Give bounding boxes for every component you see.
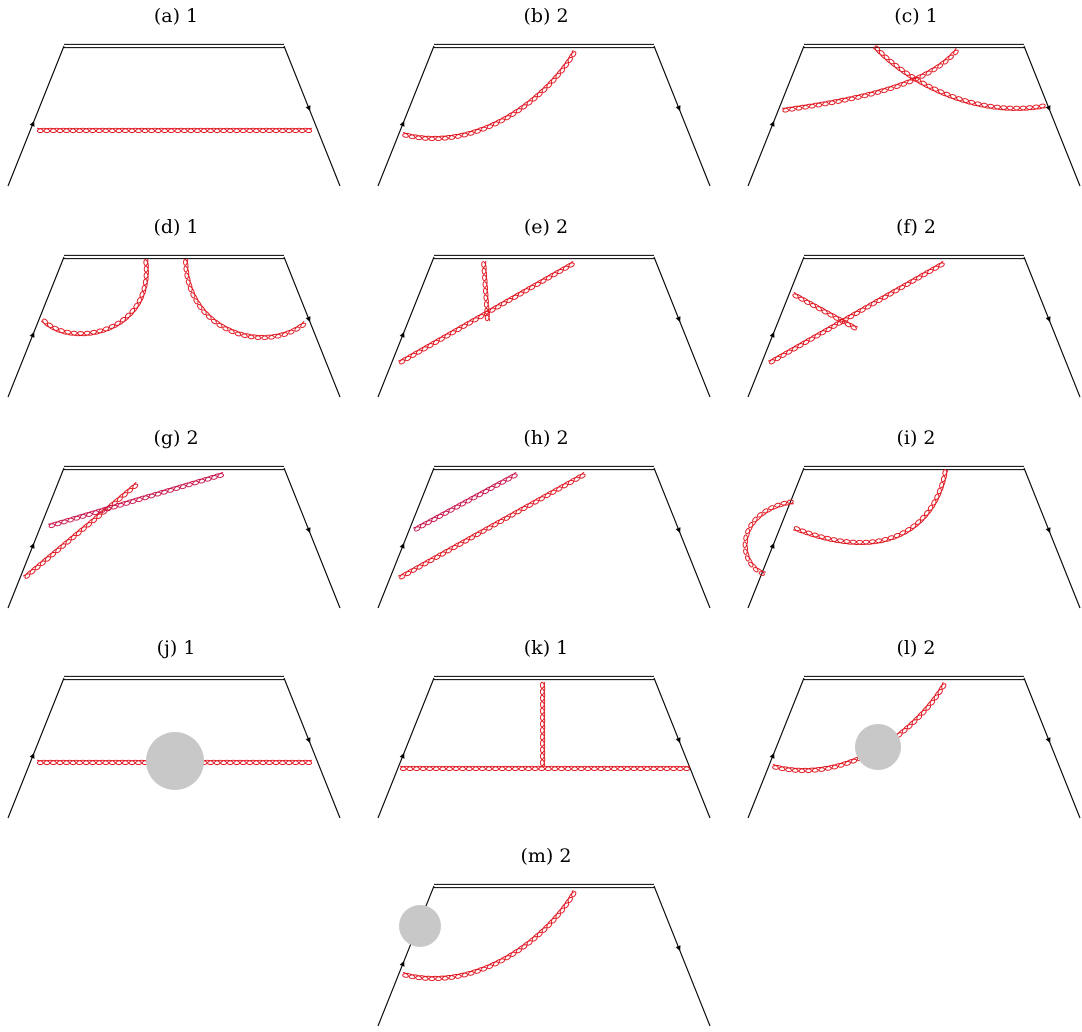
diagram-k-quark-line-right (653, 677, 711, 819)
diagram-a (7, 43, 341, 187)
diagram-d-quark-line-left (7, 256, 65, 398)
caption-c: (c) 1 (894, 5, 938, 27)
diagram-i (742, 465, 1081, 609)
diagram-b-gluon (402, 49, 577, 142)
caption-f: (f) 2 (896, 216, 936, 238)
diagram-e (377, 254, 711, 398)
diagram-d-quark-line-right (283, 256, 341, 398)
diagram-a-gluon (36, 127, 313, 133)
diagram-c-gluon-2 (872, 45, 1047, 111)
diagram-f (747, 254, 1081, 398)
diagram-f-quark-line-right (1023, 256, 1081, 398)
diagram-f-quark-line-left (747, 256, 805, 398)
diagram-g-quark-line-right (283, 467, 341, 609)
caption-j: (j) 1 (156, 637, 196, 659)
diagram-b-quark-line-left (377, 45, 435, 187)
diagram-d-gluon-left (40, 258, 149, 337)
diagram-k (377, 675, 711, 819)
diagram-g-quark-line-left (7, 467, 65, 609)
diagram-f-gluon-long (767, 260, 945, 365)
diagram-f-gluon-short (792, 291, 859, 331)
diagram-g (7, 465, 341, 609)
caption-b: (b) 2 (523, 5, 569, 27)
caption-k: (k) 1 (523, 637, 569, 659)
caption-g: (g) 2 (153, 427, 199, 449)
diagram-i-quark-line-right (1023, 467, 1081, 609)
diagram-k-gluon-vertical (540, 681, 546, 767)
diagram-b (377, 43, 711, 187)
diagram-d-gluon-right (183, 258, 307, 341)
diagram-b-quark-line-right (653, 45, 711, 187)
diagram-e-gluon-short (481, 261, 491, 322)
diagram-a-quark-line-right (283, 45, 341, 187)
diagram-g-gluon-1 (22, 481, 139, 579)
diagram-j-quark-line-left (7, 677, 65, 819)
caption-m: (m) 2 (520, 845, 572, 867)
diagram-h (377, 465, 711, 609)
diagram-h-quark-line-left (377, 467, 435, 609)
diagram-c-gluon-1 (781, 47, 959, 113)
diagram-c (747, 43, 1081, 187)
caption-a: (a) 1 (153, 5, 199, 27)
diagram-m-blob (399, 905, 441, 947)
caption-h: (h) 2 (523, 427, 569, 449)
diagram-m (377, 883, 711, 1027)
diagram-l-blob (855, 724, 901, 770)
diagram-c-quark-line-right (1023, 45, 1081, 187)
diagram-h-gluon-1 (412, 471, 518, 532)
diagram-e-quark-line-left (377, 256, 435, 398)
diagram-k-quark-line-left (377, 677, 435, 819)
diagram-l-quark-line-left (747, 677, 805, 819)
diagram-h-quark-line-right (653, 467, 711, 609)
diagram-i-quark-line-left (747, 467, 805, 609)
diagram-j (7, 675, 341, 819)
diagram-a-quark-line-left (7, 45, 65, 187)
diagram-c-quark-line-left (747, 45, 805, 187)
diagram-i-gluon-self-energy (742, 499, 795, 576)
diagram-g-gluon-2 (47, 471, 225, 529)
diagram-l (747, 675, 1081, 819)
diagram-h-gluon-2 (397, 471, 586, 580)
diagram-j-blob (146, 732, 204, 790)
diagram-j-quark-line-right (283, 677, 341, 819)
diagram-m-quark-line-right (653, 885, 711, 1027)
diagram-e-quark-line-right (653, 256, 711, 398)
caption-l: (l) 2 (896, 637, 936, 659)
caption-i: (i) 2 (896, 427, 936, 449)
diagram-k-gluon-horizontal (399, 765, 691, 771)
diagram-i-gluon (792, 469, 949, 546)
caption-e: (e) 2 (523, 216, 569, 238)
diagram-m-gluon (402, 889, 577, 982)
diagram-l-quark-line-right (1023, 677, 1081, 819)
diagram-d (7, 254, 341, 398)
caption-d: (d) 1 (153, 216, 199, 238)
